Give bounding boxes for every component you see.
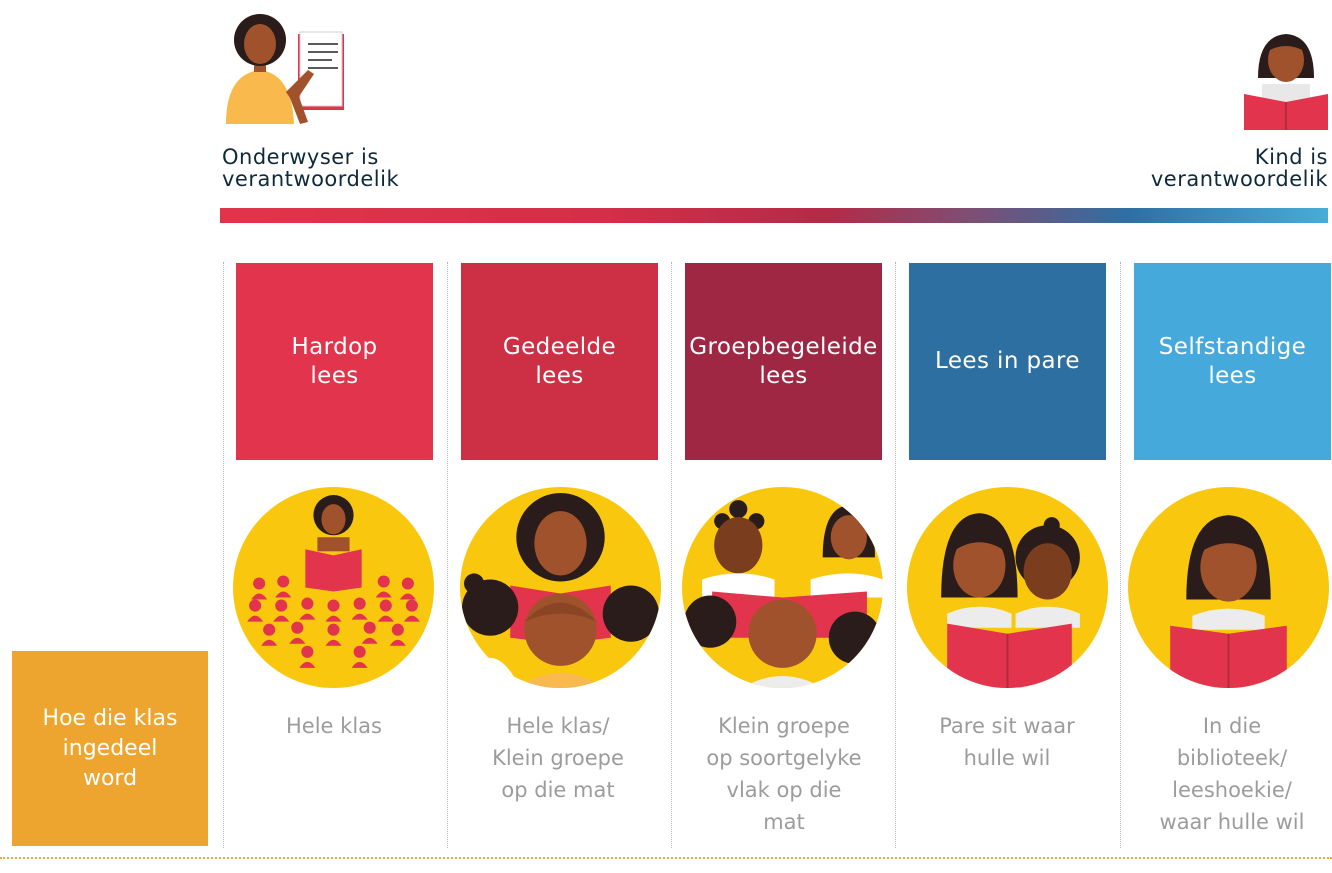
column-divider (671, 262, 672, 848)
header-title: Lees in pare (935, 348, 1080, 374)
caption-selfstandige-lees: In die biblioteek/ leeshoekie/ waar hull… (1159, 714, 1305, 834)
teacher-reading-to-group-icon (460, 487, 661, 688)
row-label-class-organisation: Hoe die klas ingedeel word (12, 651, 208, 846)
header-box-hardop-lees: Hardop lees (236, 263, 433, 460)
column-divider (1120, 262, 1121, 848)
responsibility-gradient-bar (220, 208, 1328, 223)
row-label-text: Hoe die klas ingedeel word (42, 705, 178, 791)
header-box-selfstandige-lees: Selfstandige lees (1134, 263, 1331, 460)
teacher-reading-to-class-icon (233, 487, 434, 688)
header-title: Hardop lees (291, 333, 378, 389)
header-title: Groepbegeleide lees (689, 333, 878, 389)
header-box-lees-in-pare: Lees in pare (909, 263, 1106, 460)
column-divider (223, 262, 224, 848)
teacher-with-book-icon (226, 14, 344, 124)
teacher-responsible-label: Onderwyser is verantwoordelik (222, 145, 400, 191)
header-box-groepbegeleide-lees: Groepbegeleide lees (685, 263, 882, 460)
pair-reading-icon (907, 487, 1108, 688)
child-reading-alone-icon (1128, 487, 1329, 688)
header-box-gedeelde-lees: Gedeelde lees (461, 263, 658, 460)
column-divider (895, 262, 896, 848)
header-title: Gedeelde lees (502, 333, 617, 389)
bottom-dotted-divider (0, 857, 1332, 859)
caption-hardop-lees: Hele klas (286, 714, 382, 738)
header-title: Selfstandige lees (1158, 333, 1307, 389)
child-with-book-icon (1244, 34, 1328, 130)
caption-lees-in-pare: Pare sit waar hulle wil (939, 714, 1075, 770)
small-group-reading-icon (682, 487, 883, 688)
caption-gedeelde-lees: Hele klas/ Klein groepe op die mat (492, 714, 624, 802)
child-responsible-label: Kind is verantwoordelik (1150, 145, 1328, 191)
caption-groepbegeleide-lees: Klein groepe op soortgelyke vlak op die … (706, 714, 862, 834)
column-divider (447, 262, 448, 848)
